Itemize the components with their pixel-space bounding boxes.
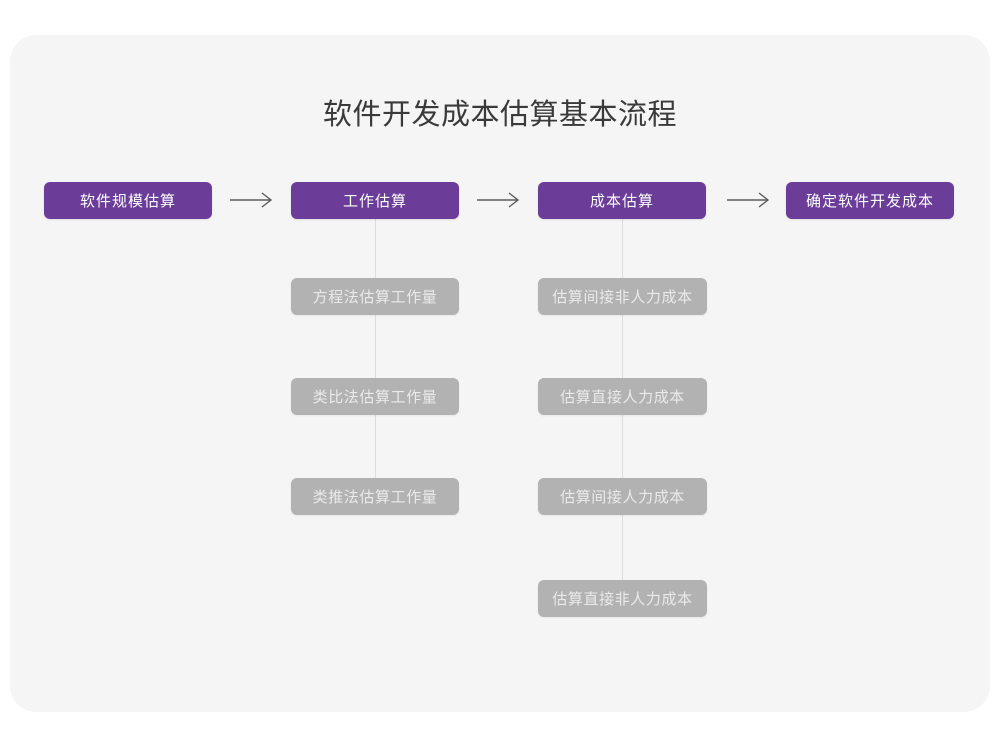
sub-node-label: 估算间接人力成本 bbox=[560, 489, 685, 506]
arrow-icon-1 bbox=[230, 190, 276, 210]
stage-node-final-cost[interactable]: 确定软件开发成本 bbox=[786, 182, 954, 219]
sub-node-cost-direct-labor[interactable]: 估算直接人力成本 bbox=[538, 378, 707, 415]
stage-node-label: 工作估算 bbox=[342, 193, 407, 210]
stage-node-label: 确定软件开发成本 bbox=[805, 193, 934, 210]
sub-node-label: 类推法估算工作量 bbox=[312, 489, 438, 506]
sub-node-effort-inference[interactable]: 类推法估算工作量 bbox=[291, 478, 459, 515]
connector-line-effort bbox=[375, 219, 376, 499]
sub-node-cost-indirect-nonlabor[interactable]: 估算间接非人力成本 bbox=[538, 278, 707, 315]
arrow-icon-2 bbox=[477, 190, 523, 210]
stage-node-cost[interactable]: 成本估算 bbox=[538, 182, 706, 219]
sub-node-label: 估算直接非人力成本 bbox=[552, 591, 693, 608]
stage-node-software-size[interactable]: 软件规模估算 bbox=[44, 182, 212, 219]
diagram-card bbox=[10, 35, 990, 712]
sub-node-label: 类比法估算工作量 bbox=[312, 389, 438, 406]
sub-node-effort-equation[interactable]: 方程法估算工作量 bbox=[291, 278, 459, 315]
stage-node-label: 软件规模估算 bbox=[79, 193, 176, 210]
sub-node-cost-indirect-labor[interactable]: 估算间接人力成本 bbox=[538, 478, 707, 515]
sub-node-effort-analogy[interactable]: 类比法估算工作量 bbox=[291, 378, 459, 415]
sub-node-cost-direct-nonlabor[interactable]: 估算直接非人力成本 bbox=[538, 580, 707, 617]
stage-node-effort[interactable]: 工作估算 bbox=[291, 182, 459, 219]
arrow-icon-3 bbox=[727, 190, 773, 210]
stage-node-label: 成本估算 bbox=[589, 193, 654, 210]
page-title: 软件开发成本估算基本流程 bbox=[322, 99, 677, 131]
sub-node-label: 估算直接人力成本 bbox=[560, 389, 685, 406]
sub-node-label: 方程法估算工作量 bbox=[312, 289, 438, 306]
sub-node-label: 估算间接非人力成本 bbox=[552, 289, 693, 306]
